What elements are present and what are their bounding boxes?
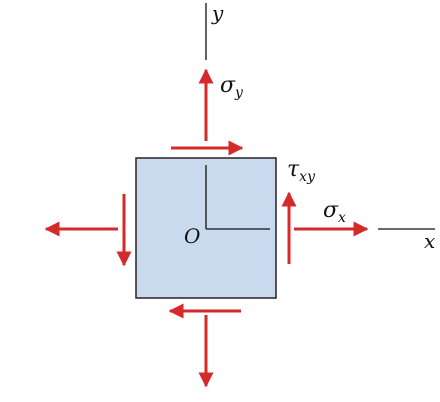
axis-y-label: y	[211, 1, 224, 25]
tau-xy-subscript: xy	[299, 169, 316, 185]
sigma-x-subscript: x	[338, 210, 346, 226]
sigma-x-symbol: σ	[323, 198, 339, 223]
sigma-x-label: σx	[323, 198, 346, 226]
axis-x-label: x	[424, 229, 435, 253]
sigma-y-label: σy	[220, 73, 244, 101]
tau-xy-label: τxy	[287, 157, 316, 185]
origin-label: O	[184, 224, 200, 248]
tau-xy-symbol: τ	[287, 157, 300, 182]
sigma-y-subscript: y	[234, 85, 244, 101]
sigma-y-symbol: σ	[220, 73, 236, 98]
